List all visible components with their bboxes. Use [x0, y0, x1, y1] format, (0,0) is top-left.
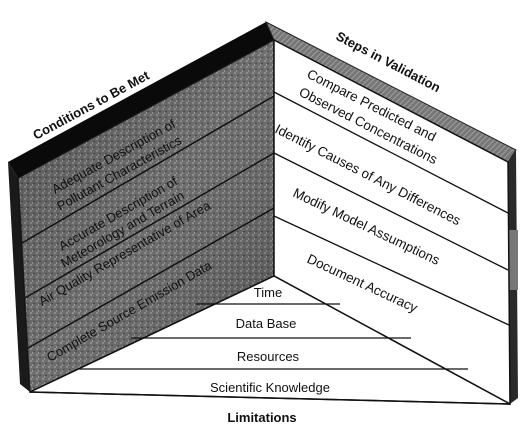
floor-item-resources: Resources	[237, 349, 300, 364]
left-divider	[21, 95, 275, 244]
left-divider	[24, 152, 275, 299]
floor-item-scientific-knowledge: Scientific Knowledge	[210, 380, 330, 395]
left-divider	[27, 207, 275, 349]
right-edge-highlight	[509, 230, 518, 290]
right-divider	[273, 152, 509, 271]
right-divider	[273, 91, 509, 214]
right-divider	[273, 215, 510, 326]
left-wall-side-edge	[8, 162, 30, 392]
left-wall-rim	[8, 22, 274, 178]
floor-base	[29, 391, 511, 405]
floor-item-time: Time	[254, 285, 282, 300]
floor-item-data-base: Data Base	[236, 316, 297, 331]
floor-footer: Limitations	[227, 410, 296, 425]
